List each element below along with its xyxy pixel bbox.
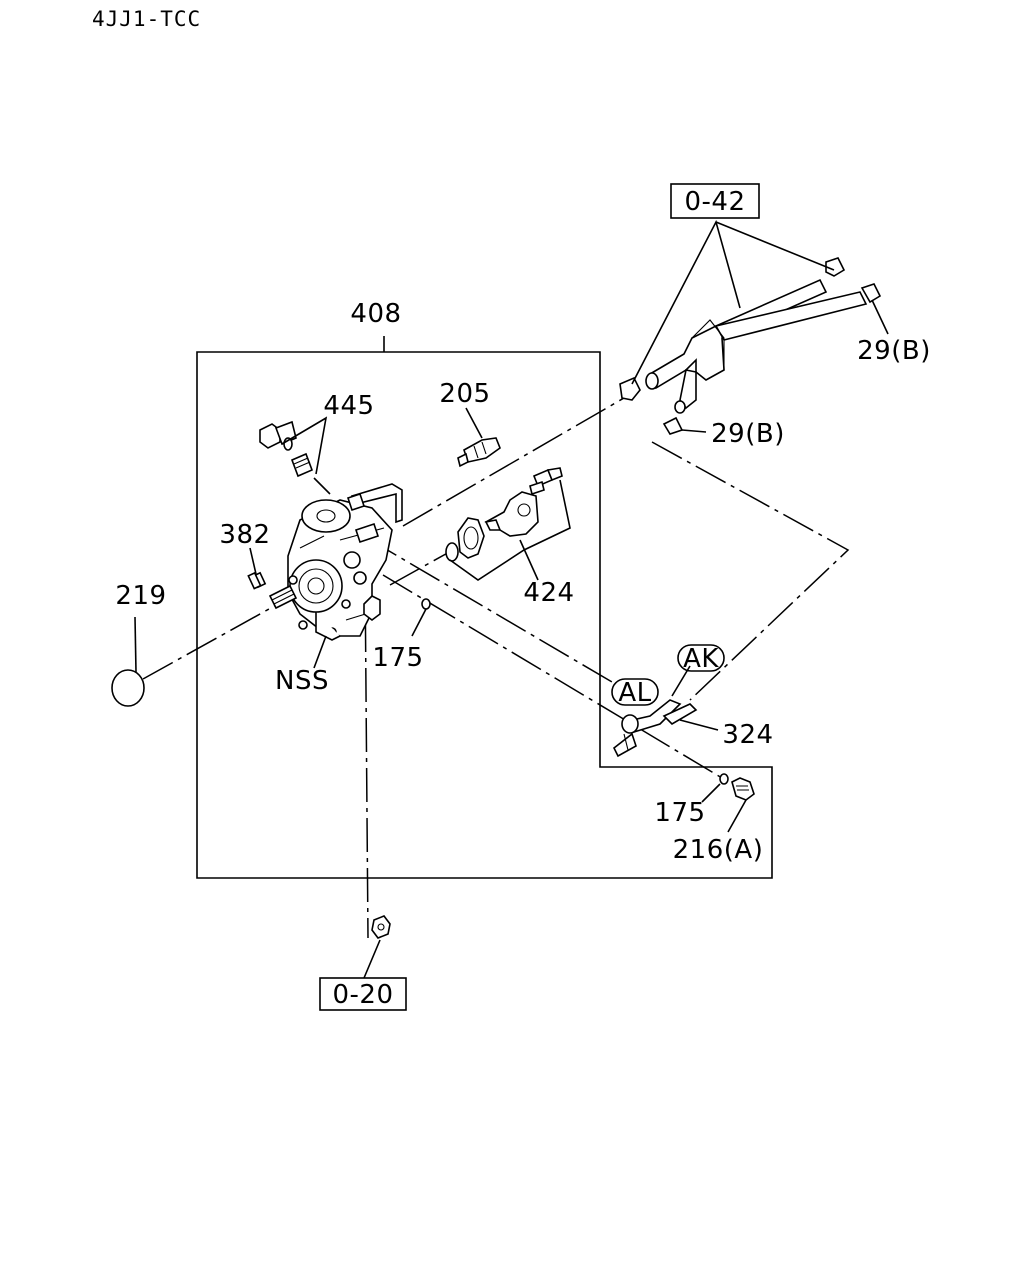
washer-175-lower	[719, 773, 729, 785]
callout-219[interactable]: 219	[115, 581, 166, 611]
tag-ak[interactable]: AK	[683, 644, 719, 674]
leader-175-lower	[701, 783, 721, 803]
banjo-fitting-445	[259, 420, 314, 478]
washer-175-upper	[421, 598, 431, 610]
ref-0-20[interactable]: 0-20	[332, 980, 393, 1010]
callout-324[interactable]: 324	[722, 720, 773, 750]
o-ring-424	[445, 542, 459, 562]
leader-216a	[727, 799, 747, 833]
gasket-424	[457, 517, 485, 559]
leader-382	[249, 547, 257, 575]
sensor-205	[457, 437, 501, 468]
assembly-lines	[142, 397, 850, 939]
ref-0-42[interactable]: 0-42	[684, 187, 745, 217]
fuel-pipe-324	[612, 699, 698, 758]
leader-0-42	[631, 219, 835, 385]
leader-424-label	[519, 539, 539, 581]
drive-shaft	[251, 571, 298, 610]
leader-29b-upper	[871, 299, 889, 335]
o-ring-219	[111, 669, 145, 707]
nut-0-20	[371, 915, 391, 939]
leader-445-pump	[313, 477, 331, 495]
valve-424	[484, 467, 563, 537]
callout-424[interactable]: 424	[523, 578, 574, 608]
callout-445[interactable]: 445	[323, 391, 374, 421]
pin-382	[247, 571, 262, 590]
leader-nss	[313, 635, 327, 669]
tag-box-ak	[677, 644, 725, 672]
leader-445	[281, 416, 328, 475]
ref-box-0-20	[319, 977, 407, 1011]
callout-216a[interactable]: 216(A)	[673, 835, 764, 865]
callout-29b-upper[interactable]: 29(B)	[857, 336, 931, 366]
leader-219	[134, 616, 137, 673]
pump-inlet-fitting	[354, 522, 380, 544]
bolt-216a	[731, 777, 755, 801]
callout-408[interactable]: 408	[350, 299, 401, 329]
callout-205[interactable]: 205	[439, 379, 490, 409]
tag-al[interactable]: AL	[618, 678, 651, 708]
ref-box-0-42	[670, 183, 760, 219]
fuel-hose-assembly	[619, 257, 882, 414]
pump-outlet-fitting	[346, 492, 366, 512]
fuel-pump-body	[287, 499, 393, 641]
leader-205	[465, 407, 483, 439]
callout-nss[interactable]: NSS	[275, 666, 329, 696]
clip-29b-lower	[662, 416, 684, 435]
model-code: 4JJ1-TCC	[92, 7, 201, 31]
callout-29b-lower[interactable]: 29(B)	[711, 419, 785, 449]
leader-29b-lower	[681, 429, 707, 433]
callout-382[interactable]: 382	[219, 520, 270, 550]
callout-175-lower[interactable]: 175	[654, 798, 705, 828]
leader-324	[679, 719, 719, 731]
callout-175-upper[interactable]: 175	[372, 643, 423, 673]
leader-175-upper	[411, 608, 427, 637]
assembly-frame	[196, 351, 773, 879]
leader-0-20	[363, 939, 381, 979]
tag-box-al	[611, 678, 659, 706]
